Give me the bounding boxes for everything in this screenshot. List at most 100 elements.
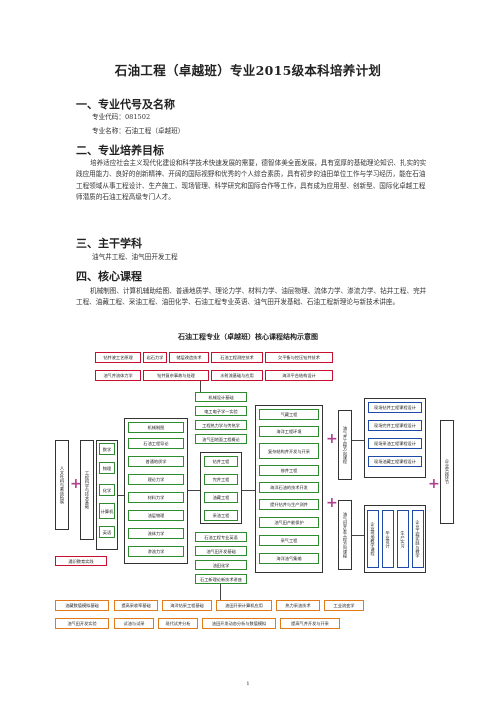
direction-label: 油气田开发工程方向课程 (340, 503, 351, 567)
elective-course: 气藏工程 (259, 409, 319, 420)
basic-course: 化学 (99, 484, 115, 496)
core-course: 机械制图 (128, 422, 184, 433)
field-development-direction: 油气田开发工程方向课程 (338, 500, 352, 570)
practice-course: 企业工程实践与教学 (412, 510, 424, 568)
field-design-course: 现场钻井工程课程设计 (368, 402, 422, 413)
core-courses-paragraph: 机械制图、计算机辅助绘图、普通地质学、理论力学、材料力学、油层物理、流体力学、渗… (76, 287, 427, 307)
connector-line (188, 490, 200, 491)
core-course: 流体力学 (128, 528, 184, 539)
course-b-mid: 采油工程 (204, 510, 238, 521)
practice-course: 生产实习 (397, 510, 409, 568)
connector-line (352, 535, 364, 536)
plus-icon: + (70, 476, 82, 492)
well-engineering-direction: 油气井工程方向课程 (338, 410, 352, 480)
elective-course: 提升钻井与生产测井 (259, 499, 319, 510)
column-d-frame (364, 398, 426, 478)
elective-course: 采气工程 (259, 535, 319, 546)
column-b-mid-frame (200, 452, 242, 524)
bottom-course: 提高采收率基础 (114, 600, 158, 611)
enterprise-practice-label: 企业实践环节 (442, 423, 453, 521)
core-course: 材料力学 (128, 492, 184, 503)
bottom-course: 工业流变学 (324, 600, 364, 611)
top-course: 水射流基础与应用 (211, 370, 263, 381)
bottom-course: 油气田开发实验 (55, 618, 109, 629)
top-course: 海洋平台结构设计 (265, 370, 333, 381)
bottom-course: 试油与试采 (114, 618, 154, 629)
course-b-mid: 钻井工程 (204, 456, 238, 467)
major-name: 专业名称：石油工程（卓越班） (92, 127, 185, 135)
humanities-frame: 人文社科与素质拓展 (55, 440, 69, 530)
connector-line (352, 440, 364, 441)
top-course: 储层改造技术 (169, 352, 209, 363)
section-heading-1: 一、专业代号及名称 (76, 98, 175, 111)
direction-label: 油气井工程方向课程 (340, 413, 351, 477)
top-course: 钻井复杂事故与处理 (143, 370, 209, 381)
core-course: 普通地质学 (128, 456, 184, 467)
field-design-course: 现场完井工程课程设计 (368, 420, 422, 431)
field-design-course: 现场油藏工程课程设计 (368, 456, 422, 467)
basic-course: 英语 (99, 526, 115, 538)
bottom-course: 油田开发动态分析与数值模拟 (202, 618, 276, 629)
column-d-bottom-frame (364, 505, 426, 573)
basics-frame (96, 440, 118, 550)
page-title: 石油工程（卓越班）专业2015级本科培养计划 (114, 63, 382, 78)
column-c-frame (255, 405, 323, 573)
connector-line (118, 495, 124, 496)
enterprise-practice-frame: 企业实践环节 (440, 420, 454, 524)
section-heading-3: 三、主干学科 (76, 237, 142, 250)
section-heading-4: 四、核心课程 (76, 270, 142, 283)
course-b-mid: 完井工程 (204, 474, 238, 485)
section-heading-2: 二、专业培养目标 (76, 144, 164, 157)
elective-course: 复杂结构井开发与开采 (259, 443, 319, 459)
basic-course: 计算机 (99, 503, 115, 519)
course-b-bot: 石油工程专业英语 (195, 532, 247, 542)
elective-course: 海洋石油的技术开发 (259, 482, 319, 493)
plus-icon: + (428, 476, 440, 492)
top-course: 油气井流体力学 (95, 370, 141, 381)
course-b-top: 机械设计基础 (195, 392, 247, 402)
course-b-top: 工程热力学与传热学 (195, 420, 247, 430)
field-design-course: 现场采油工程课程设计 (368, 438, 422, 449)
major-code: 专业代码：081502 (92, 113, 151, 121)
core-course: 渗流力学 (128, 546, 184, 557)
course-b-bot: 石工新理论新技术讲座 (195, 574, 247, 584)
course-b-bot: 油田化学 (195, 560, 247, 570)
objective-paragraph: 培养适应社会主义现代化建设和科学技术快速发展的需要，德智体美全面发展，具有宽厚的… (76, 159, 427, 202)
basic-course: 物理 (99, 462, 115, 474)
course-b-top: 电工电子学—实验 (195, 406, 247, 416)
engineering-basics-frame: 工程科学与技术基础 (80, 440, 94, 540)
course-b-mid: 油藏工程 (204, 492, 238, 503)
top-course: 欠平衡与控压钻井技术 (265, 352, 333, 363)
bottom-course: 热力采油技术 (276, 600, 320, 611)
connector-line (200, 381, 201, 392)
bottom-course: 油田开采计算机应用 (216, 600, 272, 611)
bottom-course: 提高气井开发与开采 (280, 618, 340, 629)
elective-course: 油气田产能保护 (259, 517, 319, 528)
elective-course: 海洋油气集输 (259, 553, 319, 564)
top-course: 岩石力学 (143, 352, 167, 363)
core-course: 油层物理 (128, 510, 184, 521)
bottom-course: 海洋钻采工程基础 (162, 600, 212, 611)
general-education-practice: 通识教育实践 (55, 556, 107, 566)
core-course: 石油工程导论 (128, 438, 184, 449)
discipline-text: 油气井工程、油气田开发工程 (92, 253, 178, 261)
plus-icon: + (326, 495, 338, 511)
page-number: 1 (246, 681, 250, 687)
plus-icon: + (326, 431, 338, 447)
bottom-course: 油藏数值模拟基础 (55, 600, 109, 611)
connector-line (220, 584, 221, 600)
diagram-title: 石油工程专业（卓越班）核心课程结构示意图 (178, 332, 318, 341)
elective-course: 海洋工程环境 (259, 426, 319, 437)
top-course: 钻井液工艺原理 (95, 352, 141, 363)
column-a-frame (124, 418, 188, 564)
core-course: 理论力学 (128, 474, 184, 485)
course-b-top: 油气田地面工程概论 (195, 434, 247, 444)
practice-course: 毕业设计 (382, 510, 394, 568)
practice-course: 企业现场教学课程 (367, 510, 379, 568)
connector-line (242, 490, 255, 491)
top-course: 石油工程测控技术 (211, 352, 263, 363)
course-b-bot: 油气田开发基础 (195, 546, 247, 556)
engineering-basics-label: 工程科学与技术基础 (82, 443, 93, 537)
humanities-label: 人文社科与素质拓展 (57, 443, 68, 527)
elective-course: 修井工程 (259, 465, 319, 476)
